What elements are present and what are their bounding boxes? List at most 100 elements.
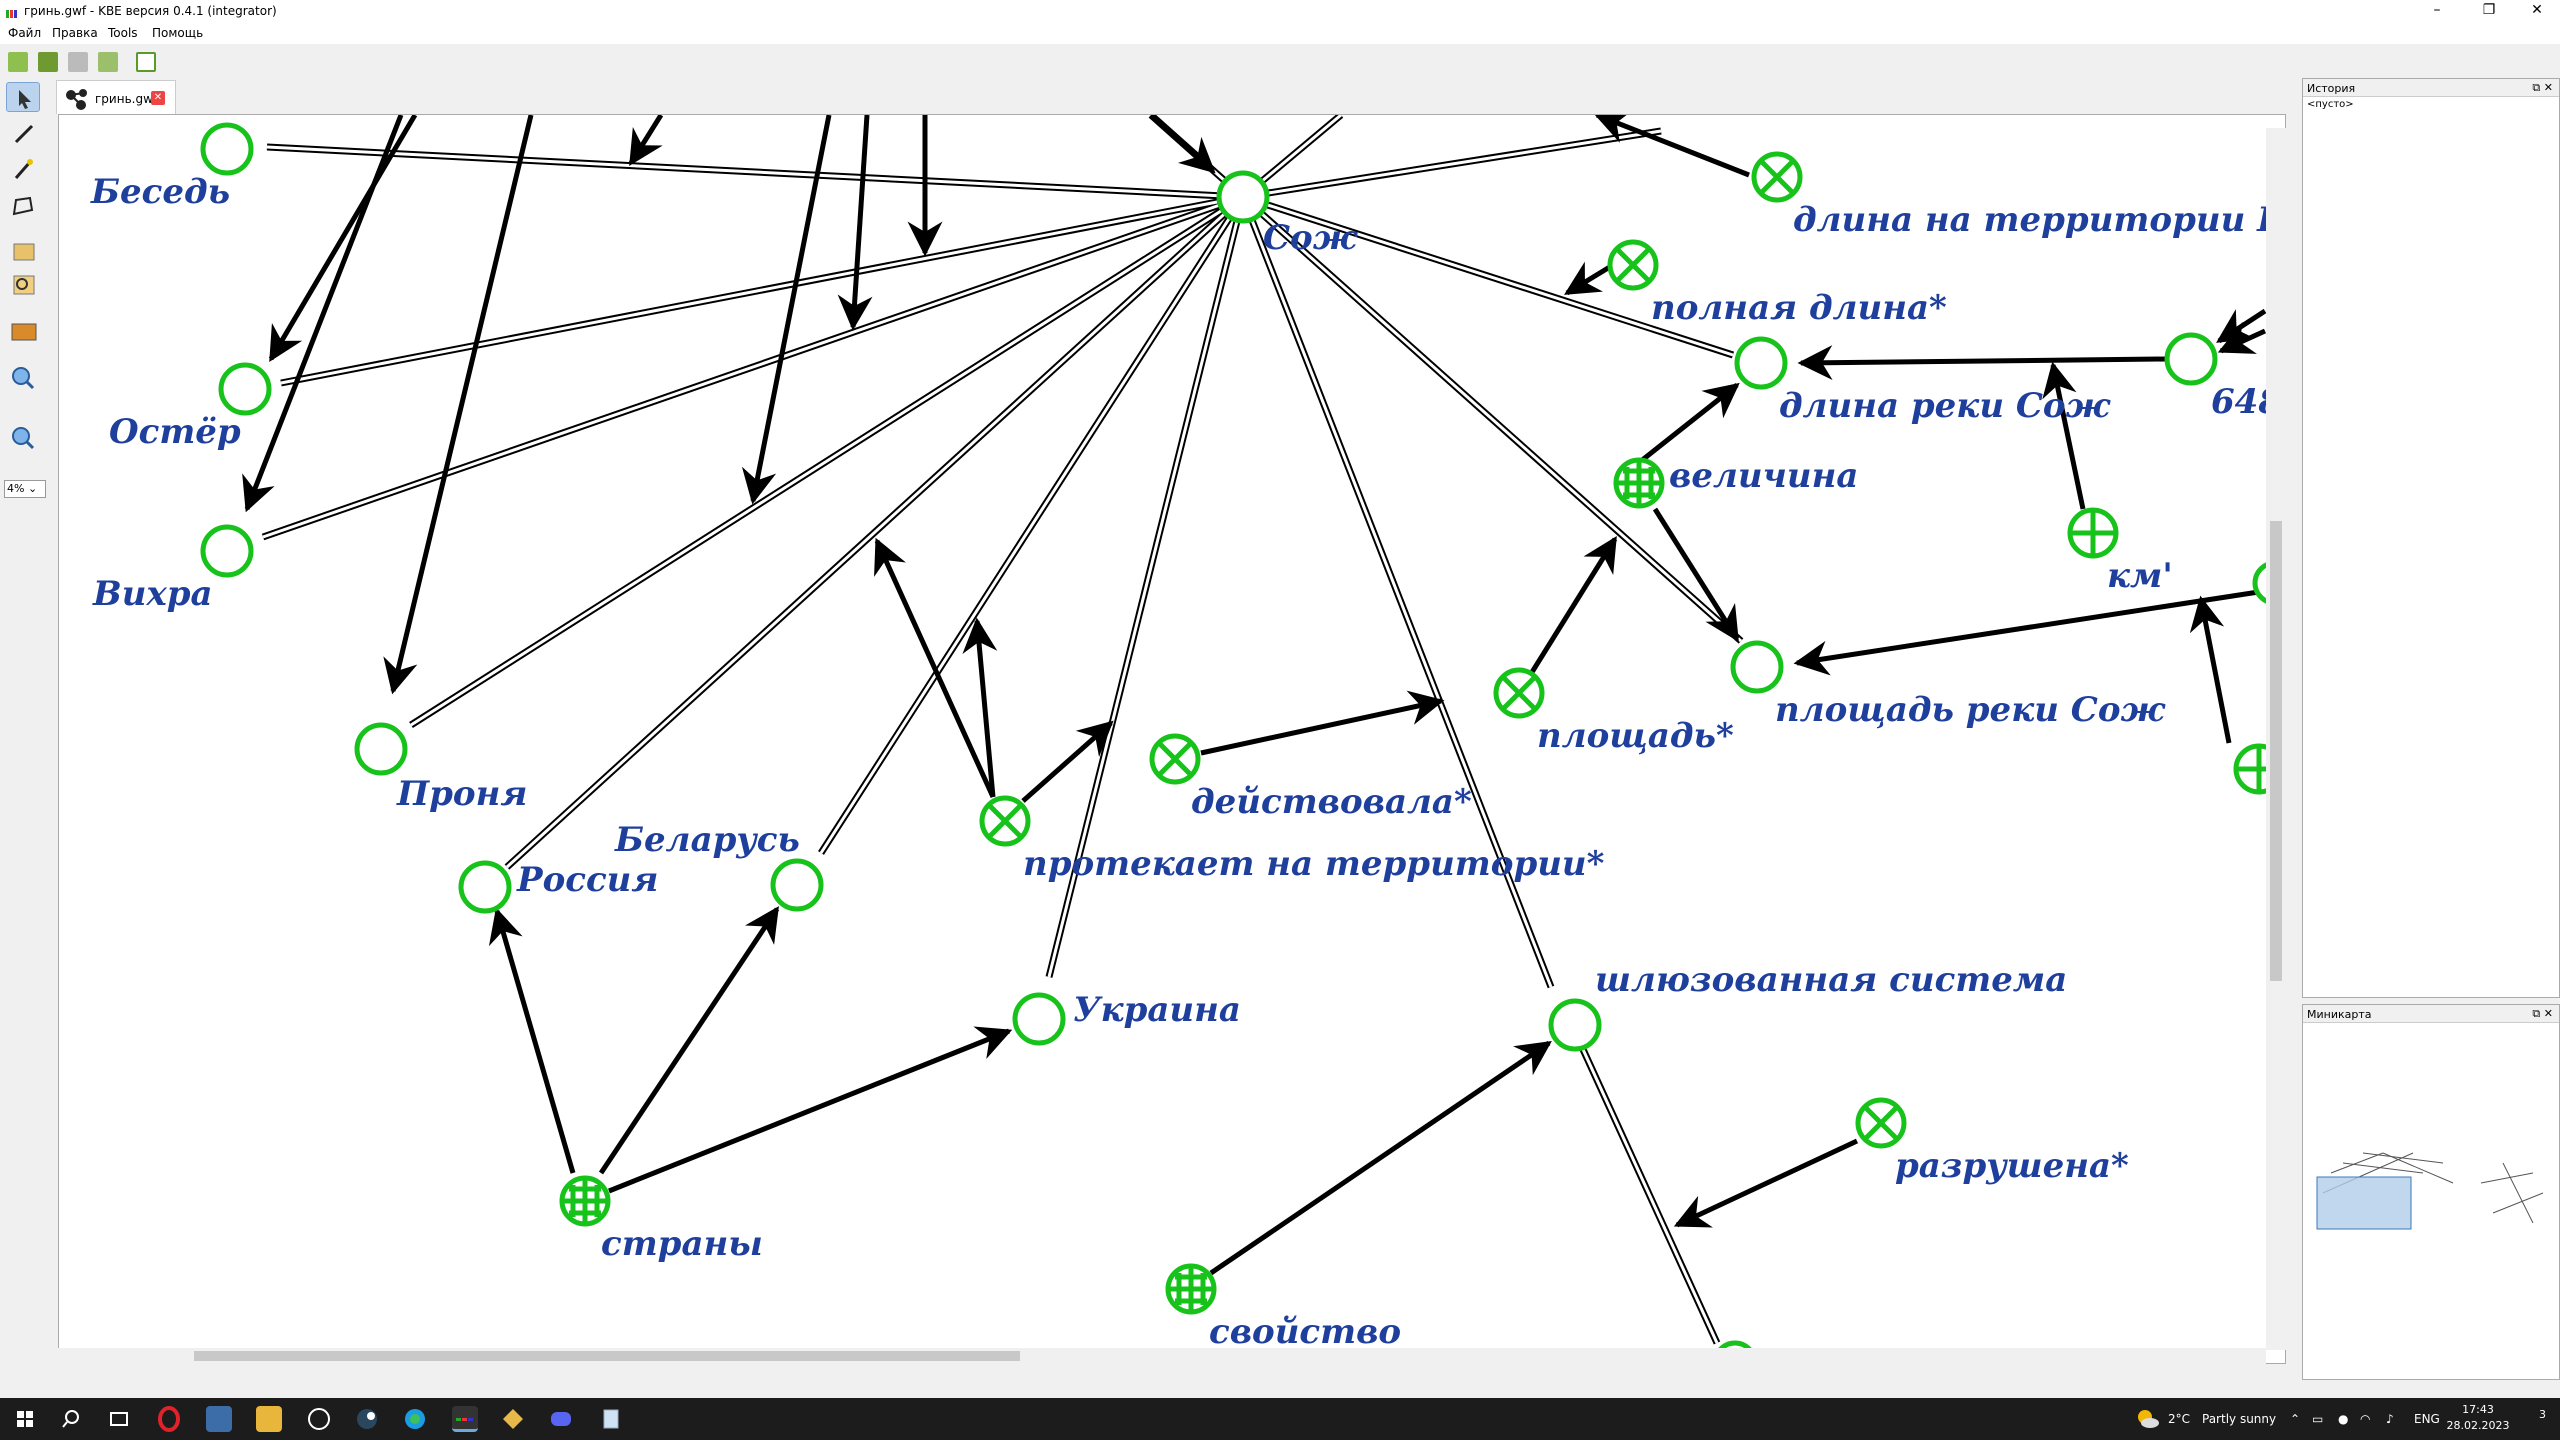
node-vikhra[interactable] [200, 524, 254, 578]
node-ukraine[interactable] [1012, 992, 1066, 1046]
history-panel-buttons[interactable]: ⧉ ✕ [2532, 81, 2553, 94]
zoom-level-select[interactable]: 4% ⌄ [4, 480, 46, 498]
node-lock-system[interactable] [1548, 998, 1602, 1052]
minimap-panel-buttons[interactable]: ⧉ ✕ [2532, 1007, 2553, 1020]
graph-canvas[interactable]: Беседь Сож длина на территории Бел полна… [58, 114, 2286, 1364]
zoom-in-icon[interactable] [6, 362, 40, 392]
node-flows-through[interactable] [979, 795, 1031, 847]
node-magnitude[interactable] [1613, 457, 1665, 509]
weather-temp[interactable]: 2°C [2168, 1412, 2191, 1426]
node-russia[interactable] [458, 860, 512, 914]
label-ukraine: Украина [1073, 990, 1241, 1030]
notes-app-icon[interactable] [598, 1406, 624, 1432]
task-view-icon[interactable] [106, 1406, 132, 1432]
clock-time: 17:43 [2462, 1403, 2494, 1416]
pen-icon[interactable] [6, 118, 40, 148]
node-km[interactable] [2067, 507, 2119, 559]
language-indicator[interactable]: ENG [2414, 1412, 2440, 1426]
microphone-icon[interactable]: ● [2338, 1412, 2349, 1426]
steam-icon[interactable] [354, 1406, 380, 1432]
document-tabs: гринь.gwf ✕ [56, 80, 2286, 114]
search-icon[interactable] [6, 270, 40, 300]
minimap-viewport[interactable] [2316, 1176, 2412, 1230]
kbe-app-icon[interactable] [452, 1406, 478, 1432]
label-operated: действовала* [1191, 782, 1472, 822]
start-icon[interactable] [12, 1406, 38, 1432]
menu-tools[interactable]: Tools [108, 26, 138, 40]
node-labels: Беседь Сож длина на территории Бел полна… [90, 172, 2285, 1352]
node-area[interactable] [1493, 667, 1545, 719]
tab-label: гринь.gwf [95, 92, 158, 106]
label-belarus: Беларусь [614, 820, 800, 860]
tray-network-icon[interactable]: ▭ [2312, 1412, 2324, 1426]
close-file-icon[interactable] [136, 52, 156, 72]
label-russia: Россия [516, 860, 658, 900]
picture-icon[interactable] [6, 316, 40, 346]
label-full-length: полная длина* [1651, 288, 1947, 328]
notifications-button[interactable]: 3 [2522, 1408, 2546, 1430]
pointer-icon[interactable] [6, 82, 40, 112]
node-sozh-area[interactable] [1730, 640, 1784, 694]
search-icon[interactable] [58, 1406, 84, 1432]
label-property: свойство [1209, 1312, 1401, 1352]
contour-icon[interactable] [6, 190, 40, 220]
wifi-icon[interactable]: ◠ [2360, 1412, 2371, 1426]
node-sozh-length[interactable] [1734, 336, 1788, 390]
node-648[interactable] [2164, 332, 2218, 386]
edge-icon[interactable] [402, 1406, 428, 1432]
main-toolbar [0, 46, 2560, 78]
opera-icon[interactable] [156, 1406, 182, 1432]
game-app-icon[interactable] [500, 1406, 526, 1432]
vertical-scroll-thumb[interactable] [2270, 521, 2282, 981]
insert-image-icon[interactable] [6, 236, 40, 266]
maximize-button[interactable]: ❐ [2482, 2, 2496, 18]
label-lock-system: шлюзованная система [1595, 960, 2067, 1000]
node-belarus[interactable] [770, 858, 824, 912]
title-bar: гринь.gwf - KBE версия 0.4.1 (integrator… [0, 0, 2560, 22]
node-full-length[interactable] [1607, 239, 1659, 291]
volume-icon[interactable]: ♪ [2386, 1412, 2394, 1426]
history-title: История [2307, 82, 2356, 95]
close-window-button[interactable]: ✕ [2531, 2, 2543, 18]
menu-help[interactable]: Помощь [152, 26, 204, 40]
line-icon[interactable] [6, 154, 40, 184]
discord-icon[interactable] [548, 1406, 574, 1432]
tab-close-button[interactable]: ✕ [151, 91, 165, 105]
save-all-icon[interactable] [98, 52, 118, 72]
node-length-in-belarus[interactable] [1751, 151, 1803, 203]
node-countries[interactable] [559, 1175, 611, 1227]
save-icon[interactable] [68, 52, 88, 72]
new-file-icon[interactable] [8, 52, 28, 72]
relation-nodes [559, 151, 2285, 1315]
node-beseď[interactable] [200, 122, 254, 176]
tab-document[interactable]: гринь.gwf ✕ [56, 80, 176, 114]
horizontal-scroll-thumb[interactable] [194, 1351, 1020, 1361]
node-sozh[interactable] [1216, 170, 1270, 224]
minimize-button[interactable]: – [2433, 2, 2441, 18]
clock[interactable]: 17:43 28.02.2023 [2446, 1402, 2510, 1434]
tray-chevron-icon[interactable]: ⌃ [2290, 1412, 2301, 1426]
label-km: км' [2107, 556, 2173, 596]
calculator-icon[interactable] [206, 1406, 232, 1432]
weather-icon[interactable] [2134, 1406, 2160, 1432]
node-pronya[interactable] [354, 722, 408, 776]
node-property[interactable] [1165, 1263, 1217, 1315]
file-explorer-icon[interactable] [256, 1406, 282, 1432]
graph-view[interactable]: Беседь Сож длина на территории Бел полна… [59, 115, 2286, 1364]
menu-edit[interactable]: Правка [52, 26, 98, 40]
weather-text[interactable]: Partly sunny [2202, 1412, 2277, 1426]
vertical-scrollbar[interactable] [2266, 128, 2286, 1350]
label-countries: страны [601, 1224, 763, 1264]
horizontal-scrollbar[interactable] [58, 1348, 2266, 1364]
label-magnitude: величина [1669, 456, 1858, 496]
open-folder-icon[interactable] [38, 52, 58, 72]
minimap-view[interactable] [2303, 1023, 2559, 1363]
node-destroyed[interactable] [1855, 1097, 1907, 1149]
app-n-icon[interactable] [306, 1406, 332, 1432]
node-oster[interactable] [218, 362, 272, 416]
label-vikhra: Вихра [92, 574, 213, 614]
black-arcs [242, 115, 2267, 1276]
node-operated[interactable] [1149, 733, 1201, 785]
menu-file[interactable]: Файл [8, 26, 42, 40]
zoom-out-icon[interactable] [6, 422, 40, 452]
